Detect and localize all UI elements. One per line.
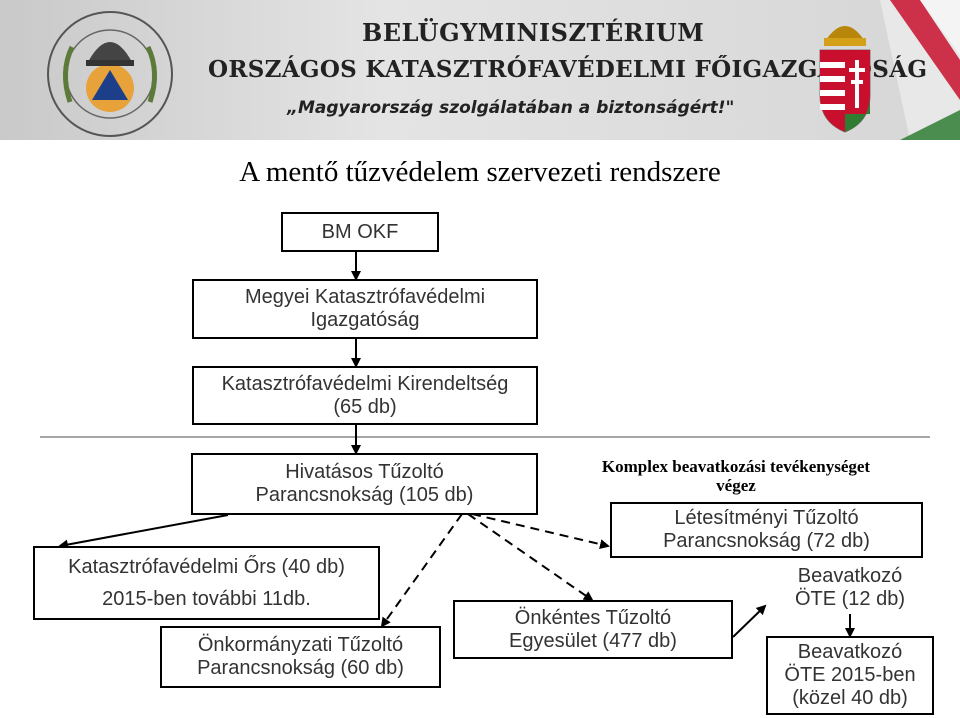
- node-label: Beavatkozó: [797, 565, 903, 587]
- node-onkormanyzati: Önkormányzati Tűzoltó Parancsnokság (60 …: [160, 626, 441, 688]
- directorate-name: ORSZÁGOS KATASZTRÓFAVÉDELMI FŐIGAZGATÓSÁ…: [208, 56, 928, 83]
- node-letesitmenyi: Létesítményi Tűzoltó Parancsnokság (72 d…: [610, 502, 923, 558]
- node-ote: Beavatkozó ÖTE (12 db): [770, 565, 930, 611]
- arrow-hivatasos-letesitmenyi: [471, 513, 610, 550]
- node-label: Beavatkozó: [797, 641, 903, 663]
- node-label: ÖTE (12 db): [794, 588, 906, 610]
- node-label: Katasztrófavédelmi Őrs (40 db): [68, 556, 345, 578]
- node-onkentes: Önkéntes Tűzoltó Egyesület (477 db): [453, 600, 733, 659]
- arrow-hivatasos-ors: [58, 514, 229, 550]
- node-label: Önkéntes Tűzoltó: [514, 606, 672, 629]
- page-title: A mentő tűzvédelem szervezeti rendszere: [239, 156, 721, 188]
- node-label: (65 db): [333, 395, 397, 418]
- node-ors: Katasztrófavédelmi Őrs (40 db) 2015-ben …: [33, 546, 380, 620]
- node-label: Létesítményi Tűzoltó: [674, 507, 859, 529]
- node-bm-okf: BM OKF: [281, 212, 439, 252]
- node-label: Megyei Katasztrófavédelmi: [244, 286, 486, 308]
- header-banner: BELÜGYMINISZTÉRIUM ORSZÁGOS KATASZTRÓFAV…: [0, 0, 960, 140]
- fire-service-seal-icon: [47, 11, 173, 137]
- node-label: Katasztrófavédelmi Kirendeltség: [221, 372, 509, 395]
- complex-intervention-note: Komplex beavatkozási tevékenységet végez: [560, 457, 912, 495]
- node-label: Önkormányzati Tűzoltó: [197, 634, 404, 656]
- node-label: Igazgatóság: [310, 309, 420, 331]
- flag-stripe: [880, 0, 960, 140]
- motto: „Magyarország szolgálatában a biztonságé…: [287, 98, 735, 118]
- node-label: Parancsnokság (105 db): [255, 484, 474, 506]
- note-line: Komplex beavatkozási tevékenységet: [601, 457, 871, 476]
- arrow-hivatasos-onkormanyzati: [380, 513, 463, 628]
- node-label: BM OKF: [321, 220, 399, 243]
- node-label: ÖTE 2015-ben: [784, 664, 916, 686]
- note-line: végez: [716, 475, 756, 495]
- node-label: (közel 40 db): [792, 687, 908, 709]
- node-label: Hivatásos Tűzoltó: [285, 461, 444, 483]
- node-kirendeltseg: Katasztrófavédelmi Kirendeltség (65 db): [192, 366, 538, 425]
- hungarian-coat-of-arms-icon: [819, 26, 871, 133]
- arrow-onkentes-ote: [732, 604, 767, 638]
- node-ote-2015: Beavatkozó ÖTE 2015-ben (közel 40 db): [766, 636, 934, 715]
- node-label: 2015-ben további 11db.: [102, 588, 311, 610]
- node-label: Egyesület (477 db): [509, 629, 677, 652]
- ministry-name: BELÜGYMINISZTÉRIUM: [362, 18, 705, 47]
- node-megyei-igazgatosag: Megyei Katasztrófavédelmi Igazgatóság: [192, 279, 538, 339]
- node-label: Parancsnokság (60 db): [197, 657, 404, 679]
- node-label: Parancsnokság (72 db): [663, 530, 870, 552]
- node-hivatasos: Hivatásos Tűzoltó Parancsnokság (105 db): [191, 453, 538, 515]
- arrow-hivatasos-onkentes: [467, 513, 594, 602]
